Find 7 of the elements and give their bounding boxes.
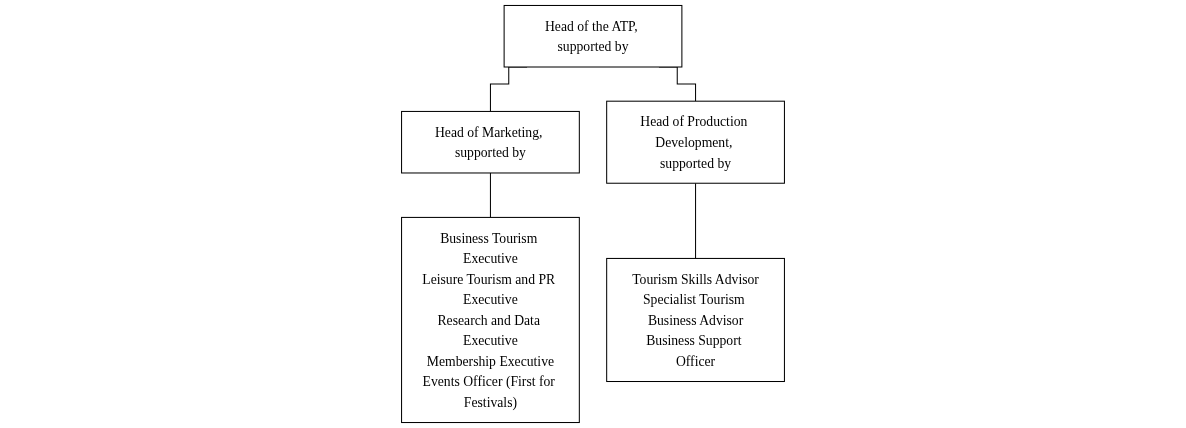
node-box: Head of the ATP, supported by bbox=[503, 4, 683, 68]
node-box: Head of Production Development, supported by bbox=[606, 100, 785, 184]
node-box: Head of Marketing, supported by bbox=[401, 110, 580, 174]
connector bbox=[695, 182, 697, 259]
connector bbox=[489, 172, 491, 218]
node-box: Tourism Skills Advisor Specialist Tourism Business Advisor Business Support Officer bbox=[606, 257, 785, 383]
node-box: Business Tourism Executive Leisure Tourism and PR Executive Research and Data Executive Membership Executive Events Officer (First for Festivals) bbox=[401, 216, 580, 424]
